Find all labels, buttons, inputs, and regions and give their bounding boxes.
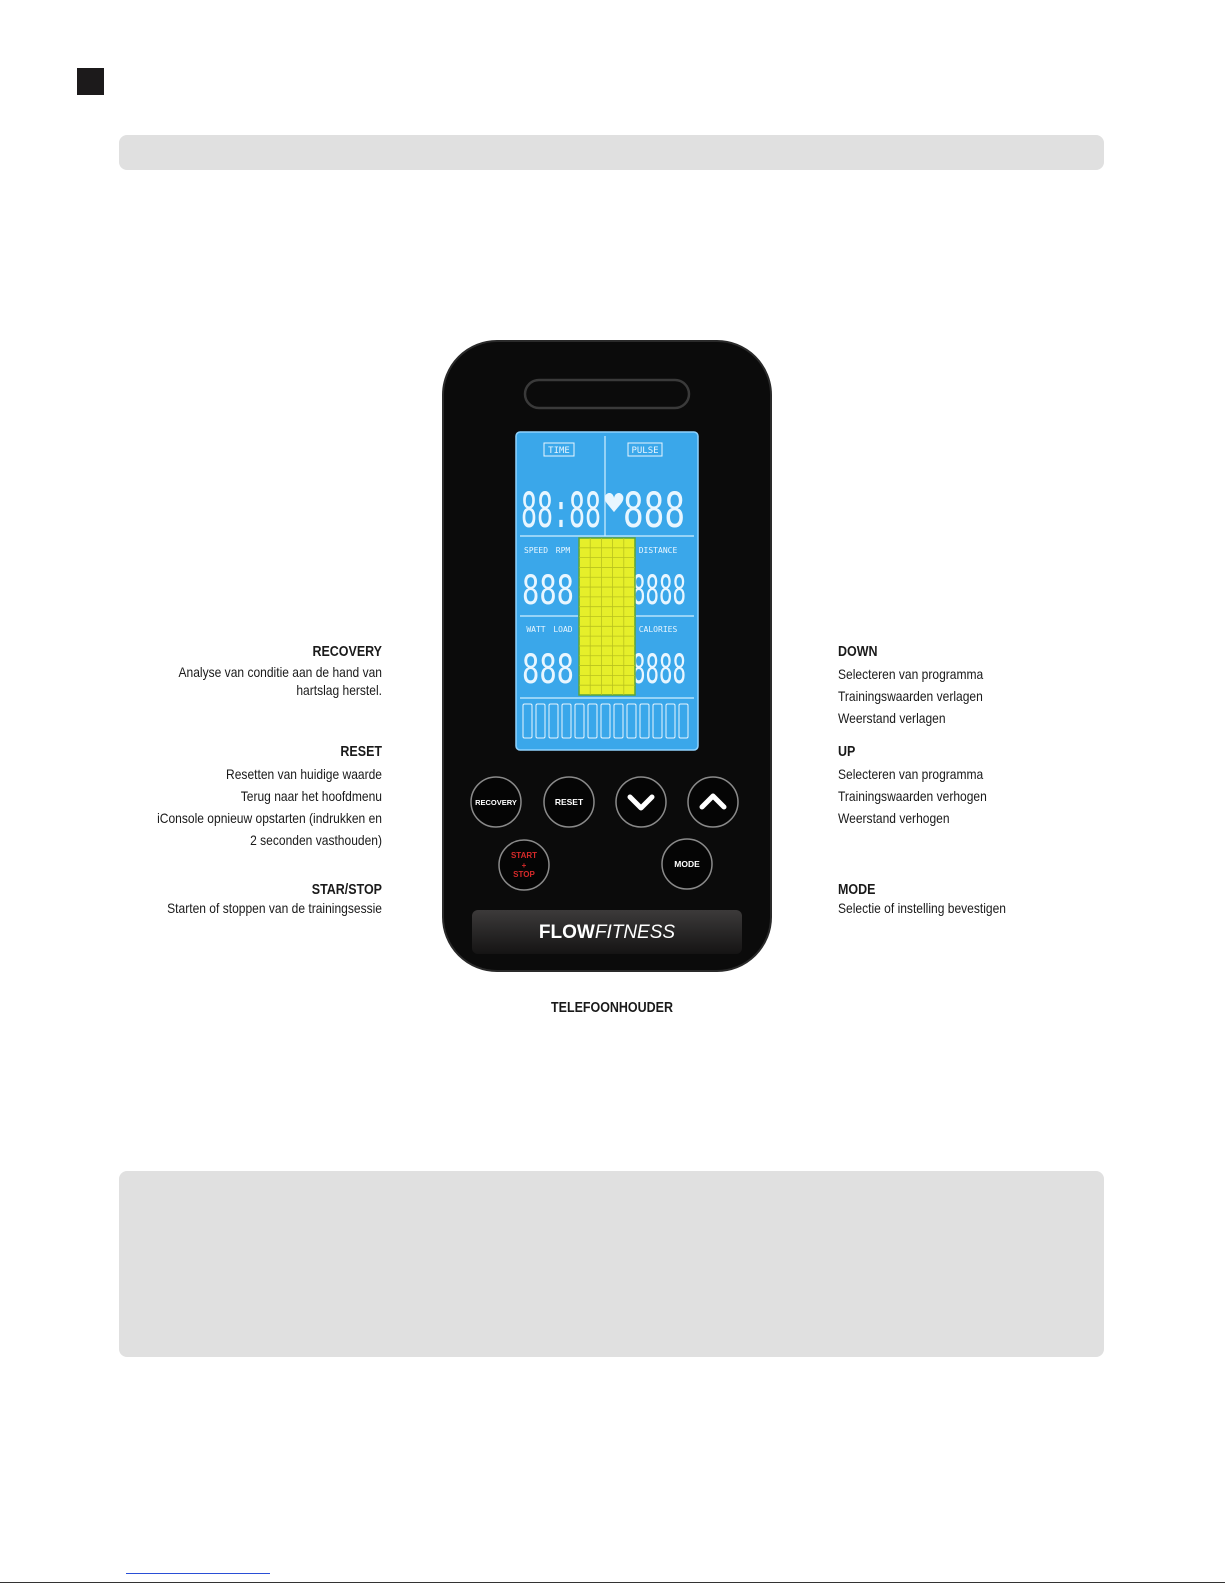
- recovery-title: RECOVERY: [312, 644, 382, 660]
- up-button[interactable]: [687, 776, 739, 828]
- lcd-segment-cell: [678, 703, 689, 739]
- start-button-label: START: [511, 851, 537, 860]
- lcd-time-label: TIME: [548, 446, 570, 456]
- lcd-segment-cell: [639, 703, 650, 739]
- header-bar: [119, 135, 1104, 170]
- lcd-segment-cell: [574, 703, 585, 739]
- chevron-up-icon: [699, 793, 727, 810]
- lcd-segment-cell: [587, 703, 598, 739]
- lcd-rpm-label: RPM: [556, 546, 571, 555]
- bottom-rule: [0, 1582, 1225, 1583]
- reset-title: RESET: [340, 744, 382, 760]
- startstop-line-1: Starten of stoppen van de trainingsessie: [167, 900, 382, 916]
- lcd-segment-cell: [522, 703, 533, 739]
- mode-line-1: Selectie of instelling bevestigen: [838, 900, 1006, 916]
- mode-button[interactable]: MODE: [661, 838, 713, 890]
- brand-logo-light: FITNESS: [595, 922, 676, 943]
- lcd-segment-cell: [548, 703, 559, 739]
- lcd-distance-value: 8888: [632, 568, 686, 614]
- phone-holder-slot: [523, 378, 691, 410]
- lcd-speed-label: SPEED: [524, 546, 548, 555]
- reset-line-1: Resetten van huidige waarde: [226, 766, 382, 782]
- down-button[interactable]: [615, 776, 667, 828]
- down-description: DOWN Selecteren van programma Trainingsw…: [838, 641, 1079, 729]
- reset-description: RESET Resetten van huidige waarde Terug …: [122, 741, 382, 851]
- reset-button-label: RESET: [555, 797, 584, 807]
- lcd-segment-cell: [600, 703, 611, 739]
- lcd-load-label: LOAD: [553, 625, 572, 634]
- lcd-segment-cell: [652, 703, 663, 739]
- up-line-3: Weerstand verhogen: [838, 810, 950, 826]
- startstop-description: STAR/STOP Starten of stoppen van de trai…: [131, 881, 382, 917]
- reset-line-3: iConsole opnieuw opstarten (indrukken en: [157, 810, 382, 826]
- lcd-grid-lines: [520, 436, 694, 699]
- down-title: DOWN: [838, 644, 878, 660]
- lcd-pulse-value: 888: [623, 483, 685, 539]
- up-title: UP: [838, 744, 856, 760]
- phone-holder-caption: TELEFOONHOUDER: [551, 1000, 673, 1016]
- down-line-2: Trainingswaarden verlagen: [838, 688, 983, 704]
- lcd-watt-value: 888: [522, 647, 574, 693]
- up-description: UP Selecteren van programma Trainingswaa…: [838, 741, 1079, 829]
- down-line-1: Selecteren van programma: [838, 666, 984, 682]
- footer-link-underline: [126, 1573, 270, 1574]
- recovery-description: RECOVERY Analyse van conditie aan de han…: [148, 641, 382, 699]
- mode-description: MODE Selectie of instelling bevestigen: [838, 881, 1079, 917]
- lcd-segment-cell: [561, 703, 572, 739]
- lcd-segment-strip: [522, 703, 689, 739]
- footer-box: [119, 1171, 1104, 1357]
- lcd-segment-cell: [626, 703, 637, 739]
- lcd-profile-graph-grid: [579, 538, 635, 695]
- lcd-segment-cell: [535, 703, 546, 739]
- reset-line-4: 2 seconden vasthouden): [250, 832, 382, 848]
- mode-title: MODE: [838, 882, 876, 898]
- chevron-down-icon: [627, 794, 655, 811]
- up-line-1: Selecteren van programma: [838, 766, 984, 782]
- recovery-button-label: RECOVERY: [475, 798, 517, 807]
- heart-icon: ♥: [602, 489, 625, 519]
- console-illustration: TIME PULSE 88:88 ♥ 888 SPEED RPM 888 DIS…: [442, 340, 772, 972]
- startstop-title: STAR/STOP: [311, 882, 382, 898]
- lcd-watt-label: WATT: [526, 625, 545, 634]
- lcd-segment-cell: [665, 703, 676, 739]
- reset-line-2: Terug naar het hoofdmenu: [240, 788, 382, 804]
- lcd-pulse-label: PULSE: [631, 446, 658, 456]
- recovery-line-2: hartslag herstel.: [296, 682, 382, 698]
- brand-logo: FLOWFITNESS: [539, 922, 675, 943]
- mode-button-label: MODE: [674, 859, 700, 869]
- lcd-segment-cell: [613, 703, 624, 739]
- lcd-calories-value: 8888: [632, 647, 686, 693]
- stop-button-label: STOP: [513, 870, 535, 879]
- recovery-line-1: Analyse van conditie aan de hand van: [178, 664, 382, 680]
- start-stop-button[interactable]: START + STOP: [498, 839, 550, 891]
- plus-icon: +: [522, 861, 527, 870]
- brand-logo-bold: FLOW: [539, 922, 595, 943]
- lcd-calories-label: CALORIES: [639, 625, 678, 634]
- up-line-2: Trainingswaarden verhogen: [838, 788, 987, 804]
- lcd-distance-label: DISTANCE: [639, 546, 678, 555]
- down-line-3: Weerstand verlagen: [838, 710, 946, 726]
- brand-plate: [472, 910, 742, 954]
- section-marker: [77, 68, 104, 95]
- reset-button[interactable]: RESET: [543, 776, 595, 828]
- recovery-button[interactable]: RECOVERY: [470, 776, 522, 828]
- lcd-time-value: 88:88: [521, 483, 601, 539]
- lcd-speed-value: 888: [522, 568, 574, 614]
